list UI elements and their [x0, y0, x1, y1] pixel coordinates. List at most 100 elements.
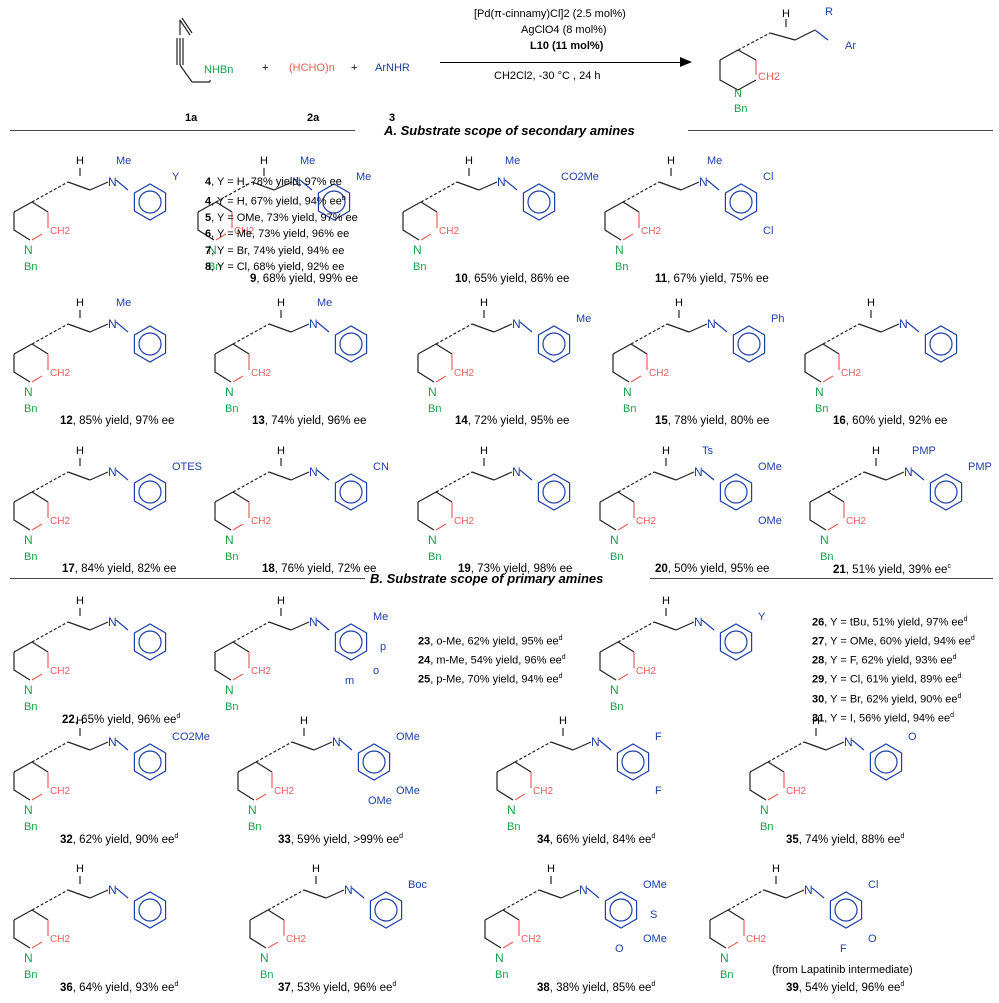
- divider-left: [10, 130, 355, 131]
- bn-label: Bn: [760, 821, 773, 833]
- list-item: 31, Y = I, 56% yield, 94% eed: [812, 711, 955, 725]
- divider-right-b: [650, 578, 993, 579]
- amine-n-label: N: [108, 883, 117, 897]
- ch2-label: CH2: [50, 368, 70, 379]
- reagent-3-label: 3: [389, 112, 396, 124]
- amine-n-label: N: [108, 175, 117, 189]
- h-label: H: [772, 863, 780, 875]
- section-a-title: A. Substrate scope of secondary amines: [384, 123, 635, 138]
- substituent-label: OMe: [643, 933, 667, 945]
- ring-n-label: N: [24, 803, 33, 817]
- bn-label: Bn: [428, 403, 441, 415]
- amine-n-label: N: [707, 317, 716, 331]
- substituent-label: O: [908, 731, 917, 743]
- h-label: H: [867, 297, 875, 309]
- amine-n-label: N: [579, 883, 588, 897]
- product-n-label: N: [734, 88, 742, 100]
- ch2-label: CH2: [521, 934, 541, 945]
- h-label: H: [662, 445, 670, 457]
- h-label: H: [76, 297, 84, 309]
- condition-catalyst: [Pd(π-cinnamy)Cl]2 (2.5 mol%): [474, 8, 626, 20]
- amine-n-label: N: [899, 317, 908, 331]
- ring-n-label: N: [225, 385, 234, 399]
- caption-12: 12, 85% yield, 97% ee: [60, 415, 175, 427]
- amine-n-label: N: [292, 175, 301, 189]
- amine-n-label: N: [309, 465, 318, 479]
- h-label: H: [312, 863, 320, 875]
- ch2-label: CH2: [50, 934, 70, 945]
- substituent-label: Me: [356, 171, 371, 183]
- ch2-label: CH2: [786, 786, 806, 797]
- list-item: 28, Y = F, 62% yield, 93% eed: [812, 654, 957, 667]
- list-item: 7, Y = Br, 74% yield, 94% ee: [205, 244, 345, 257]
- plus-sign: +: [351, 62, 358, 74]
- substituent-label: O: [868, 933, 877, 945]
- ch2-label: CH2: [50, 666, 70, 677]
- bn-label: Bn: [24, 969, 37, 981]
- amine-n-label: N: [844, 735, 853, 749]
- bn-label: Bn: [24, 261, 37, 273]
- ch2-label: CH2: [846, 516, 866, 527]
- n-substituent-label: Me: [505, 155, 520, 167]
- h-label: H: [277, 595, 285, 607]
- ring-n-label: N: [815, 385, 824, 399]
- product-ar-label: Ar: [845, 40, 856, 52]
- ring-n-label: N: [495, 951, 504, 965]
- product-ch2-label: CH2: [758, 71, 781, 83]
- ch2-label: CH2: [636, 666, 656, 677]
- ring-n-label: N: [623, 385, 632, 399]
- ch2-label: CH2: [251, 666, 271, 677]
- reagent-2a-label: 2a: [307, 112, 320, 124]
- h-label: H: [559, 715, 567, 727]
- bn-label: Bn: [623, 403, 636, 415]
- caption-34: 34, 66% yield, 84% eed: [537, 833, 656, 846]
- ch2-label: CH2: [274, 786, 294, 797]
- n-substituent-label: Ts: [702, 445, 714, 457]
- ch2-label: CH2: [251, 516, 271, 527]
- arnhr-label: ArNHR: [375, 62, 410, 74]
- ring-n-label: N: [428, 533, 437, 547]
- substituent-label: OMe: [396, 785, 420, 797]
- h-label: H: [277, 445, 285, 457]
- ch2-label: CH2: [746, 934, 766, 945]
- bn-label: Bn: [208, 261, 221, 273]
- list-item: 30, Y = Br, 62% yield, 90% eed: [812, 692, 962, 706]
- ch2-label: CH2: [286, 934, 306, 945]
- h-label: H: [76, 715, 84, 727]
- h-label: H: [480, 297, 488, 309]
- bn-label: Bn: [815, 403, 828, 415]
- bn-label: Bn: [720, 969, 733, 981]
- substituent-label: Cl: [868, 879, 878, 891]
- h-label: H: [300, 715, 308, 727]
- amine-n-label: N: [344, 883, 353, 897]
- list-item: 4, Y = H, 78% yield, 97% ee: [205, 176, 342, 188]
- section-b-title: B. Substrate scope of primary amines: [370, 571, 604, 586]
- caption-38: 38, 38% yield, 85% eed: [537, 981, 656, 994]
- ch2-label: CH2: [439, 226, 459, 237]
- substituent-label: p: [380, 641, 386, 653]
- reagent-1a-structure: [176, 17, 211, 83]
- substituent-label: Me: [373, 611, 388, 623]
- ring-n-label: N: [260, 951, 269, 965]
- bn-label: Bn: [260, 969, 273, 981]
- ring-n-label: N: [24, 683, 33, 697]
- caption-19: 19, 73% yield, 98% ee: [458, 563, 573, 575]
- substituent-label: OMe: [396, 731, 420, 743]
- nhbn-label: NHBn: [204, 64, 234, 76]
- n-substituent-label: Me: [116, 155, 131, 167]
- substituent-label: OMe: [758, 515, 782, 527]
- ring-n-label: N: [225, 533, 234, 547]
- amine-n-label: N: [309, 615, 318, 629]
